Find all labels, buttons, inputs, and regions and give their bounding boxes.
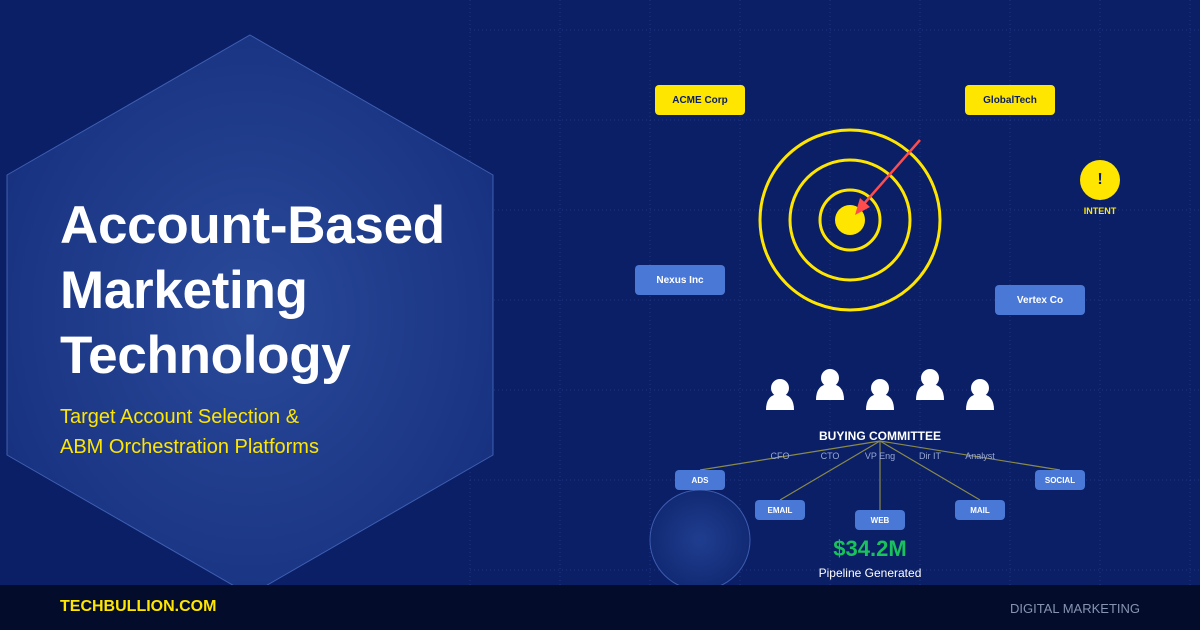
intent-alert-icon: ! xyxy=(1080,160,1120,200)
account-chip-acme: ACME Corp xyxy=(655,85,745,115)
subtitle-line: Target Account Selection & xyxy=(60,406,300,428)
pipeline-value: $34.2M xyxy=(833,536,907,561)
role-label: CTO xyxy=(820,451,840,461)
channel-ads: ADS xyxy=(675,470,725,490)
person-icon xyxy=(966,379,994,410)
page-title: Account-Based Marketing Technology xyxy=(60,193,500,388)
people-icons xyxy=(766,369,994,410)
title-line: Technology xyxy=(60,326,351,385)
decorative-circle xyxy=(649,489,751,591)
pipeline-label: Pipeline Generated xyxy=(818,566,922,580)
account-chip-nexus: Nexus Inc xyxy=(635,265,725,295)
role-label: Analyst xyxy=(965,451,995,461)
footer-brand-link[interactable]: TECHBULLION.COM xyxy=(60,598,217,615)
account-chip-vertex: Vertex Co xyxy=(995,285,1085,315)
channel-email: EMAIL xyxy=(755,500,805,520)
channel-connectors xyxy=(699,440,1061,510)
arrow-icon xyxy=(855,139,921,215)
intent-label: INTENT xyxy=(1083,206,1117,216)
person-icon xyxy=(766,379,794,410)
channel-social: SOCIAL xyxy=(1035,470,1085,490)
hero: Account-Based Marketing Technology Targe… xyxy=(60,193,500,462)
footer-category: DIGITAL MARKETING xyxy=(1009,601,1140,616)
person-icon xyxy=(916,369,944,400)
title-line: Marketing xyxy=(60,261,308,320)
channel-mail: MAIL xyxy=(955,500,1005,520)
title-line: Account-Based xyxy=(60,196,445,255)
target-icon xyxy=(758,128,942,312)
buying-committee-title: BUYING COMMITTEE xyxy=(819,429,941,443)
person-icon xyxy=(816,369,844,400)
person-icon xyxy=(866,379,894,410)
subtitle-line: ABM Orchestration Platforms xyxy=(60,436,319,458)
footer: TECHBULLION.COM DIGITAL MARKETING xyxy=(0,585,1200,630)
role-label: CFO xyxy=(770,451,790,461)
grid xyxy=(469,0,1200,585)
role-label: VP Eng xyxy=(864,451,896,461)
channel-web: WEB xyxy=(855,510,905,530)
role-label: Dir IT xyxy=(919,451,941,461)
account-chip-globaltech: GlobalTech xyxy=(965,85,1055,115)
subtitle: Target Account Selection & ABM Orchestra… xyxy=(60,402,500,462)
